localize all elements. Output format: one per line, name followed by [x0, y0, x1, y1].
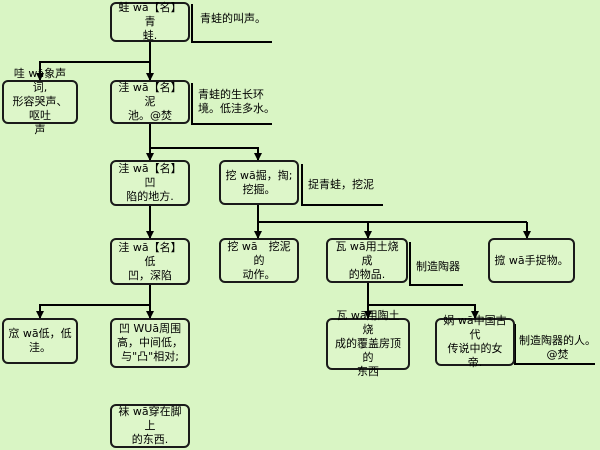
node-wa-dig: 挖 wā掘，掏; 挖掘。 — [219, 160, 299, 205]
node-wa-hollow: 洼 wā【名】凹 陷的地方. — [110, 160, 190, 206]
node-wa-roof-tile: 瓦 wā用陶土烧 成的覆盖房顶的 东西 — [326, 309, 410, 378]
note-line-frog-call — [191, 4, 272, 43]
note-potter: 制造陶器的人。 @焚 — [519, 334, 596, 361]
note-line-potter — [514, 324, 595, 365]
note-frog-habitat: 青蛙的生长环 境。低洼多水。 — [198, 88, 275, 115]
connector-frog-to-onomat — [36, 61, 150, 81]
node-wa-tile-clay: 瓦 wā用土烧成 的物品. — [326, 238, 408, 283]
connector-tile-to-goddess — [368, 304, 479, 319]
note-line-make-pottery — [409, 242, 463, 286]
node-wa-dig-action: 挖 wā 挖泥的 动作。 — [219, 238, 299, 283]
node-wa-grab: 搲 wā手捉物。 — [488, 238, 575, 283]
node-wa-sock: 袜 wā穿在脚上 的东西. — [110, 404, 190, 448]
note-make-pottery: 制造陶器 — [416, 260, 460, 273]
node-wa-concave: 凹 WUā周围 高，中间低， 与"凸"相对; — [110, 318, 190, 368]
node-wa-mud: 洼 wā【名】泥 池。@焚 — [110, 80, 190, 124]
node-wa-goddess: 娲 wā中国古代 传说中的女帝. — [435, 314, 515, 369]
note-line-frog-habitat — [191, 83, 272, 125]
node-wa-low-adj: 窊 wā低，低 洼。 — [2, 318, 78, 364]
connector-low-to-lowadj — [36, 304, 150, 319]
node-wa-frog: 蛙 wā【名】青 蛙. — [110, 1, 190, 42]
note-frog-call: 青蛙的叫声。 — [200, 12, 266, 25]
node-wa-onomatopoeia: 哇 wā象声词, 形容哭声、呕吐 声 — [2, 67, 78, 136]
connector-mud-to-dig — [150, 147, 262, 161]
note-catch-frog: 捉青蛙，挖泥 — [308, 178, 374, 191]
node-wa-low: 洼 wā【名】低 凹，深陷 — [110, 238, 190, 285]
note-line-catch-frog — [301, 164, 383, 206]
